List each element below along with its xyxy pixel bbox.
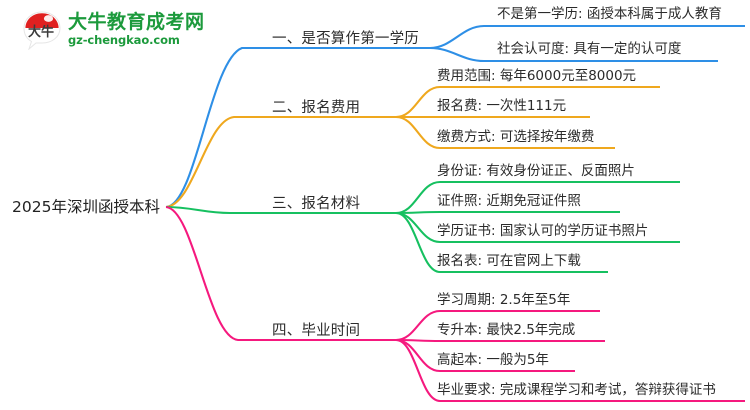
leaf-node-3-2[interactable]: 证件照: 近期免冠证件照 bbox=[437, 193, 581, 209]
logo-text-block: 大牛教育成考网 gz-chengkao.com bbox=[68, 13, 205, 47]
branch-4-child-2-connector bbox=[395, 338, 605, 343]
leaf-node-4-1[interactable]: 学习周期: 2.5年至5年 bbox=[437, 292, 571, 308]
branch-node-1[interactable]: 一、是否算作第一学历 bbox=[272, 31, 419, 47]
leaf-node-2-3[interactable]: 缴费方式: 可选择按年缴费 bbox=[437, 129, 595, 145]
logo-title: 大牛教育成考网 bbox=[68, 11, 205, 34]
branch-node-3[interactable]: 三、报名材料 bbox=[272, 196, 361, 212]
leaf-node-2-2[interactable]: 报名费: 一次性111元 bbox=[437, 98, 567, 114]
branch-4-stem bbox=[165, 205, 396, 342]
branch-1-stem bbox=[165, 46, 430, 209]
leaf-node-1-1[interactable]: 不是第一学历: 函授本科属于成人教育 bbox=[497, 6, 722, 22]
branch-2-stem bbox=[165, 115, 396, 209]
branch-node-4[interactable]: 四、毕业时间 bbox=[272, 323, 361, 339]
branch-3-child-2-connector bbox=[395, 210, 620, 215]
leaf-node-3-1[interactable]: 身份证: 有效身份证正、反面照片 bbox=[437, 163, 635, 179]
leaf-node-3-3[interactable]: 学历证书: 国家认可的学历证书照片 bbox=[437, 223, 649, 239]
site-logo: 大牛 大牛教育成考网 gz-chengkao.com bbox=[22, 10, 205, 51]
leaf-node-3-4[interactable]: 报名表: 可在官网上下载 bbox=[437, 253, 581, 269]
leaf-node-4-3[interactable]: 高起本: 一般为5年 bbox=[437, 352, 549, 368]
leaf-node-4-2[interactable]: 专升本: 最快2.5年完成 bbox=[437, 322, 576, 338]
logo-subtitle: gz-chengkao.com bbox=[68, 33, 180, 48]
leaf-node-2-1[interactable]: 费用范围: 每年6000元至8000元 bbox=[437, 68, 637, 84]
leaf-node-4-4[interactable]: 毕业要求: 完成课程学习和考试，答辩获得证书 bbox=[437, 382, 716, 398]
logo-badge-icon: 大牛 bbox=[22, 10, 62, 51]
leaf-node-1-2[interactable]: 社会认可度: 具有一定的认可度 bbox=[497, 41, 682, 57]
logo-badge-text: 大牛 bbox=[28, 24, 54, 40]
branch-node-2[interactable]: 二、报名费用 bbox=[272, 100, 361, 116]
mindmap-root-node[interactable]: 2025年深圳函授本科 bbox=[12, 198, 160, 216]
